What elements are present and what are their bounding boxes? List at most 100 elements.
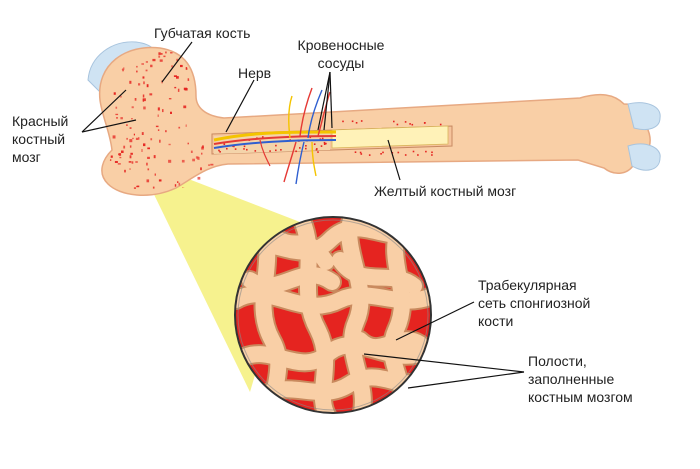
marrow-speckle [178,126,181,129]
marrow-speckle [110,155,113,158]
marrow-speckle [178,182,181,186]
marrow-speckle [157,129,160,131]
cavity-speckle [223,143,226,145]
shaft-speckle [404,154,407,156]
marrow-speckle [126,124,128,126]
marrow-speckle [209,95,212,98]
marrow-speckle [207,61,210,63]
magnified-view-border [234,216,432,414]
marrow-speckle [159,139,161,143]
marrow-speckle [158,55,161,58]
cavity-spongy-strip [214,132,330,154]
cavity-speckle [309,136,312,139]
marrow-speckle [131,118,133,120]
marrow-speckle [121,150,124,153]
cavity-speckle [234,148,237,150]
marrow-speckle [162,109,164,113]
marrow-speckle [129,139,133,143]
shaft-speckle [380,153,382,155]
marrow-speckle [129,127,132,129]
leader-trabecular [395,301,475,341]
marrow-speckle [176,76,179,79]
leader-cavity-1 [363,353,525,373]
marrow-speckle [129,168,131,170]
marrow-speckle [116,117,118,119]
marrow-speckle [149,93,153,96]
trabecula [341,217,371,413]
shaft-speckle [431,154,433,156]
leader-vessels-1 [317,71,331,131]
label-cavities: Полости, заполненные костным мозгом [528,352,633,406]
shaft-speckle [424,122,426,124]
marrow-speckle [165,130,167,133]
trabecula [352,332,428,356]
label-red-marrow-line-1: Красный [12,113,69,129]
marrow-speckle [142,94,145,98]
marrow-speckle [122,69,124,72]
trabecula [332,252,422,294]
marrow-speckle [171,65,173,68]
marrow-speckle [206,52,210,56]
marrow-speckle [173,75,177,77]
shaft-speckle [360,153,363,155]
marrow-speckle [208,92,212,95]
cavity-speckle [321,137,324,140]
cavity-speckle [219,151,221,153]
marrow-speckle [143,143,146,147]
cavity-speckle [269,150,271,152]
shaft-speckle [397,151,400,154]
marrow-speckle [170,111,172,114]
marrow-speckle [147,156,150,159]
label-cavities-line-2: заполненные [528,371,615,387]
marrow-speckle [120,117,123,120]
marrow-speckle [136,65,138,68]
marrow-speckle [109,159,112,161]
marrow-speckle [135,161,138,163]
marrow-speckle [152,186,155,189]
marrow-speckle [141,149,143,152]
marrow-speckle [146,162,148,166]
marrow-speckle [205,72,207,75]
vessel-branch-4 [287,95,293,139]
label-blood-vessels: Кровеносные сосуды [286,36,396,72]
marrow-speckle [201,152,203,155]
marrow-speckle [158,52,161,55]
marrow-speckle [118,153,122,157]
marrow-speckle [210,182,214,186]
marrow-speckle [145,69,148,72]
label-cavities-line-1: Полости, [528,353,587,369]
shaft-speckle [351,120,354,123]
cavity-speckle [254,150,257,152]
label-red-marrow-line-2: костный [12,131,66,147]
marrow-speckle [170,52,173,54]
shaft-speckle [382,151,384,154]
marrow-speckle [124,169,126,173]
artery-line [213,135,337,145]
marrow-speckle [212,86,214,90]
marrow-speckle [181,49,184,52]
marrow-speckle [146,84,149,88]
marrow-speckle [119,157,122,159]
leader-nerve [225,79,255,133]
marrow-speckle [135,137,139,140]
shaft-speckle [417,154,419,156]
marrow-speckle [141,132,144,135]
marrow-speckle [160,53,163,55]
marrow-speckle [190,150,193,153]
marrow-speckle [200,167,202,171]
cartilage-cap-right-bottom [627,143,661,171]
marrow-speckle [165,51,167,54]
marrow-speckle [143,106,146,110]
marrow-speckle [147,168,150,171]
marrow-speckle [112,135,116,139]
marrow-speckle [208,164,211,166]
marrow-speckle [138,83,141,86]
cavity-speckle [317,151,319,153]
vessel-branch-6 [295,141,305,185]
marrow-speckle [183,87,187,90]
marrow-speckle [210,49,213,52]
shaft-speckle [393,120,395,123]
cartilage-cap-right-top [627,102,661,131]
shaft-speckle [360,120,363,122]
label-trabecular-line-2: сеть спонгиозной [478,295,591,311]
